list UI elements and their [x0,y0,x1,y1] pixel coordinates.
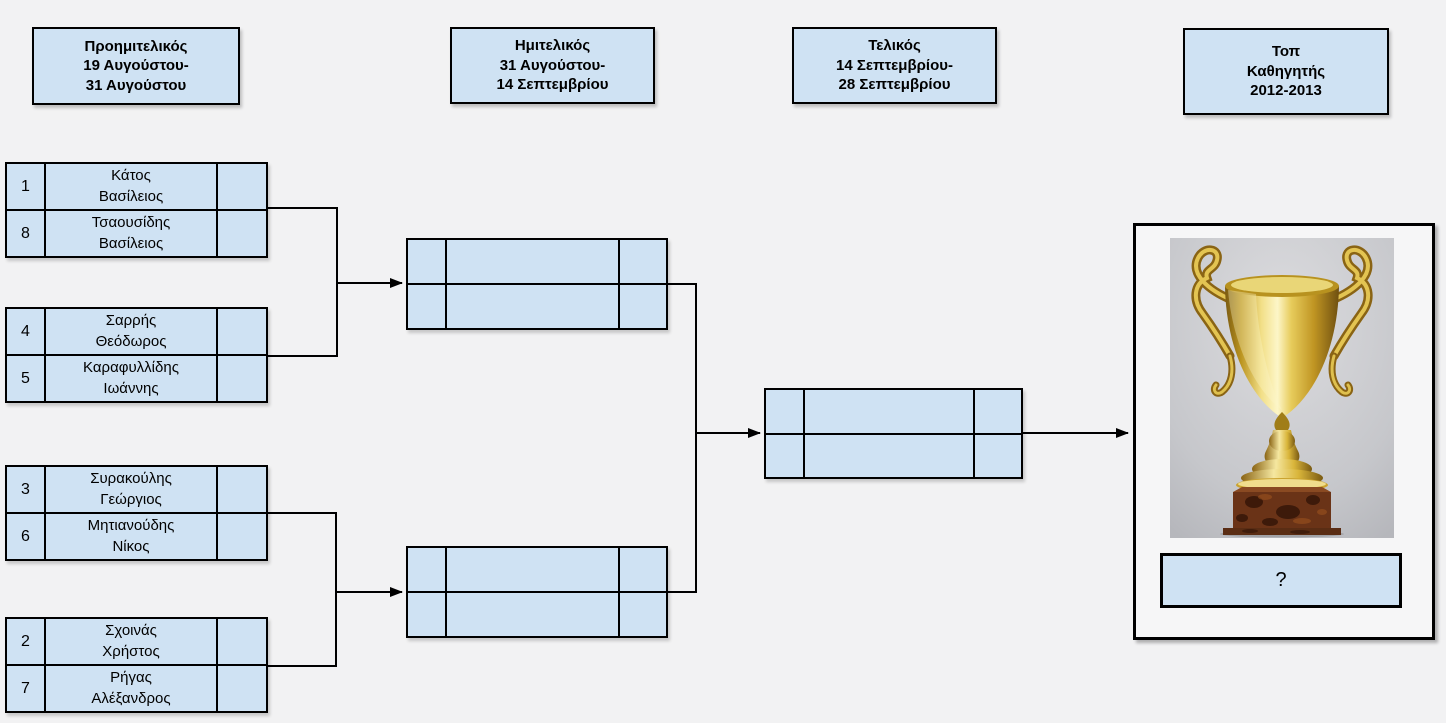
score-cell[interactable] [216,211,266,256]
player-name: Ρήγας Αλέξανδρος [91,669,171,707]
player-slot[interactable]: 7 Ρήγας Αλέξανδρος [7,664,266,711]
player-name: Σαρρής Θεόδωρος [95,312,167,350]
player-name[interactable] [447,285,618,328]
final-match [764,388,1023,479]
player-name: Τσαουσίδης Βασίλειος [91,214,171,252]
player-slot-empty[interactable] [408,591,666,636]
round-header-top-teacher: Τοπ Καθηγητής 2012-2013 [1183,28,1389,115]
score-cell[interactable] [618,240,666,283]
seed-cell[interactable] [408,285,447,328]
seed-cell: 1 [7,164,46,209]
score-cell[interactable] [618,285,666,328]
semifinal-match-2 [406,546,668,638]
seed-cell: 3 [7,467,46,512]
player-name: Συρακούλης Γεώργιος [90,470,172,508]
score-cell[interactable] [973,434,1021,477]
player-slot-empty[interactable] [408,240,666,283]
seed-cell: 5 [7,356,46,401]
round-header-semifinal: Ημιτελικός 31 Αυγούστου- 14 Σεπτεμβρίου [450,27,655,104]
seed-cell: 7 [7,666,46,711]
seed-cell[interactable] [766,434,805,477]
seed-cell[interactable] [408,240,447,283]
seed-cell: 8 [7,211,46,256]
quarterfinal-match-2: 4 Σαρρής Θεόδωρος 5 Καραφυλλίδης Ιωάννης [5,307,268,403]
player-slot-empty[interactable] [766,390,1021,433]
player-slot[interactable]: 4 Σαρρής Θεόδωρος [7,309,266,354]
score-cell[interactable] [216,467,266,512]
player-name: Κάτος Βασίλειος [98,167,164,205]
player-name[interactable] [805,390,973,433]
score-cell[interactable] [216,666,266,711]
seed-cell: 4 [7,309,46,354]
score-cell[interactable] [216,309,266,354]
score-cell[interactable] [216,356,266,401]
player-name[interactable] [805,435,973,478]
player-slot[interactable]: 3 Συρακούλης Γεώργιος [7,467,266,512]
quarterfinal-match-4: 2 Σχοινάς Χρήστος 7 Ρήγας Αλέξανδρος [5,617,268,713]
seed-cell[interactable] [408,593,447,636]
score-cell[interactable] [216,514,266,559]
player-name[interactable] [447,548,618,591]
player-slot[interactable]: 1 Κάτος Βασίλειος [7,164,266,209]
player-name[interactable] [447,240,618,283]
player-slot-empty[interactable] [408,283,666,328]
player-slot[interactable]: 5 Καραφυλλίδης Ιωάννης [7,354,266,401]
round-header-final: Τελικός 14 Σεπτεμβρίου- 28 Σεπτεμβρίου [792,27,997,104]
player-name[interactable] [447,593,618,636]
player-slot-empty[interactable] [766,432,1021,478]
seed-cell[interactable] [408,548,447,591]
score-cell[interactable] [216,164,266,209]
winner-placeholder: ? [1275,569,1287,591]
gold-cup-trophy-icon [1170,238,1394,538]
player-slot-empty[interactable] [408,548,666,591]
seed-cell: 2 [7,619,46,664]
player-name: Μητιανούδης Νίκος [87,517,175,555]
score-cell[interactable] [618,593,666,636]
seed-cell: 6 [7,514,46,559]
semifinal-match-1 [406,238,668,330]
winner-box[interactable]: ? [1160,553,1402,608]
champion-container: ? [1133,223,1435,640]
score-cell[interactable] [216,619,266,664]
player-name: Καραφυλλίδης Ιωάννης [83,359,179,397]
player-name: Σχοινάς Χρήστος [102,622,160,660]
player-slot[interactable]: 2 Σχοινάς Χρήστος [7,619,266,664]
round-header-quarterfinal: Προημιτελικός 19 Αυγούστου- 31 Αυγούστου [32,27,240,105]
score-cell[interactable] [973,390,1021,433]
player-slot[interactable]: 8 Τσαουσίδης Βασίλειος [7,209,266,256]
player-slot[interactable]: 6 Μητιανούδης Νίκος [7,512,266,559]
seed-cell[interactable] [766,390,805,433]
score-cell[interactable] [618,548,666,591]
quarterfinal-match-1: 1 Κάτος Βασίλειος 8 Τσαουσίδης Βασίλειος [5,162,268,258]
quarterfinal-match-3: 3 Συρακούλης Γεώργιος 6 Μητιανούδης Νίκο… [5,465,268,561]
